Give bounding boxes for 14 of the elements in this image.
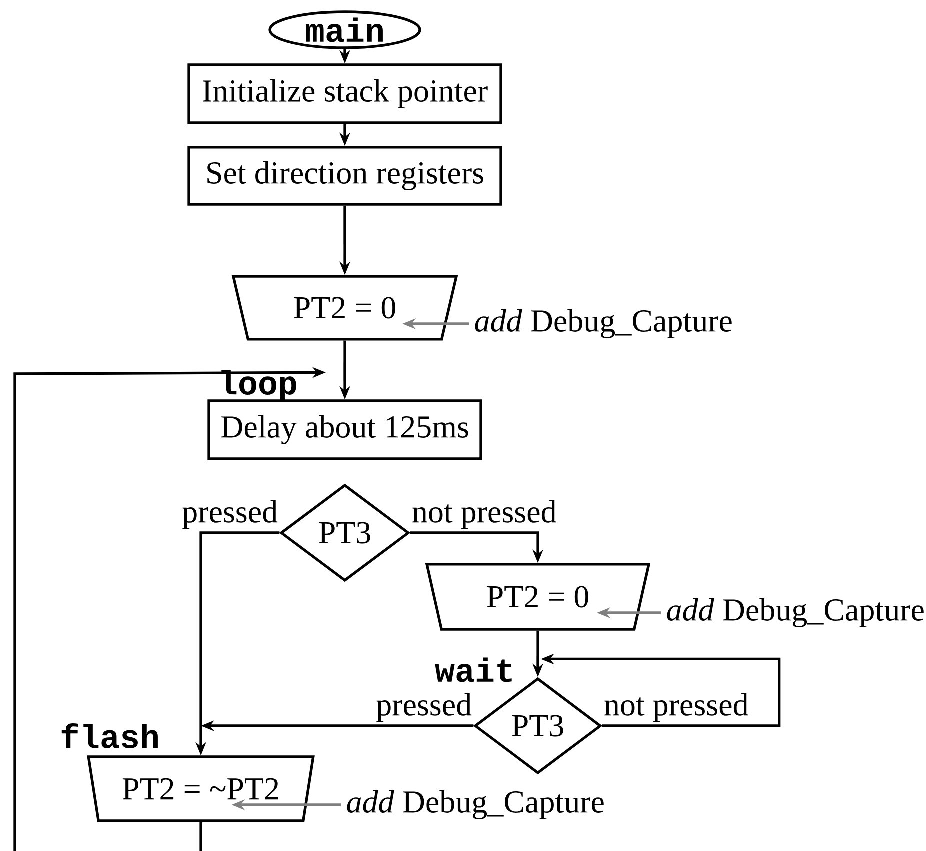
edge-label: pressed (374, 692, 474, 724)
code-label: flash (62, 724, 158, 748)
edge-label: not pressed (602, 692, 750, 724)
annotation-text: add Debug_Capture (347, 790, 604, 820)
trapezoid-box: PT2 = ~PT2 (87, 756, 315, 822)
terminal-oval: main (268, 10, 422, 50)
annotation-text: add Debug_Capture (667, 598, 924, 628)
edge-label: pressed (180, 499, 280, 531)
process-box: Initialize stack pointer (188, 64, 502, 124)
edge-label: not pressed (410, 499, 558, 531)
annotation-text: add Debug_Capture (475, 309, 732, 339)
process-box: Delay about 125ms (208, 400, 482, 460)
process-box: Set direction registers (188, 146, 502, 206)
code-label: loop (222, 370, 296, 402)
